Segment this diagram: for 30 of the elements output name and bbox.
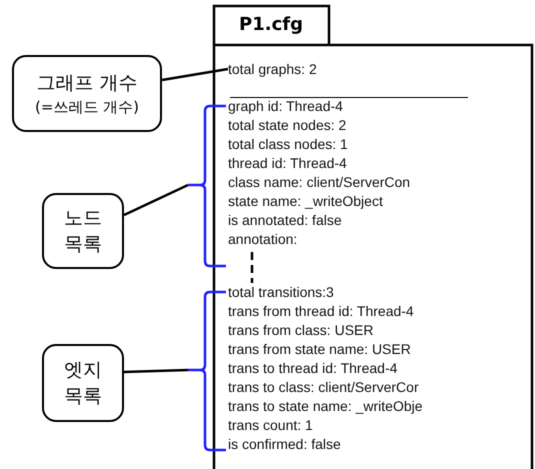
- config-line: trans from thread id: Thread-4: [228, 302, 414, 321]
- config-line: class name: client/ServerCon: [228, 173, 410, 192]
- callout-text: 노드 목록: [63, 206, 103, 257]
- speech-bubble: [42, 344, 124, 422]
- config-line: total transitions:3: [228, 283, 334, 302]
- config-line: total graphs: 2: [228, 60, 317, 79]
- config-line: annotation:: [228, 230, 298, 249]
- callout-note: (=쓰레드 개수): [34, 96, 140, 118]
- leader-line: [124, 368, 188, 374]
- config-line: state name: _writeObject: [228, 192, 383, 211]
- config-line: total class nodes: 1: [228, 135, 348, 154]
- config-line: trans to class: client/ServerCor: [228, 378, 419, 397]
- leader-line: [162, 68, 228, 82]
- config-line: trans count: 1: [228, 416, 313, 435]
- config-line: graph id: Thread-4: [228, 97, 343, 116]
- config-line: trans from class: USER: [228, 321, 374, 340]
- callout-text: 엣지 목록: [63, 358, 103, 409]
- config-line: is annotated: false: [228, 211, 342, 230]
- config-line: thread id: Thread-4: [228, 154, 347, 173]
- speech-bubble: [42, 193, 124, 269]
- callout-text: 그래프 개수: [36, 70, 138, 96]
- file-name: P1.cfg: [238, 14, 304, 35]
- speech-bubble: [12, 55, 162, 132]
- leader-line: [123, 184, 189, 216]
- config-line: trans from state name: USER: [228, 340, 411, 359]
- config-line: is confirmed: false: [228, 435, 341, 454]
- dashed-line: [250, 252, 254, 283]
- config-line: trans to state name: _writeObje: [228, 397, 423, 416]
- config-line: trans to thread id: Thread-4: [228, 359, 398, 378]
- config-line: total state nodes: 2: [228, 116, 346, 135]
